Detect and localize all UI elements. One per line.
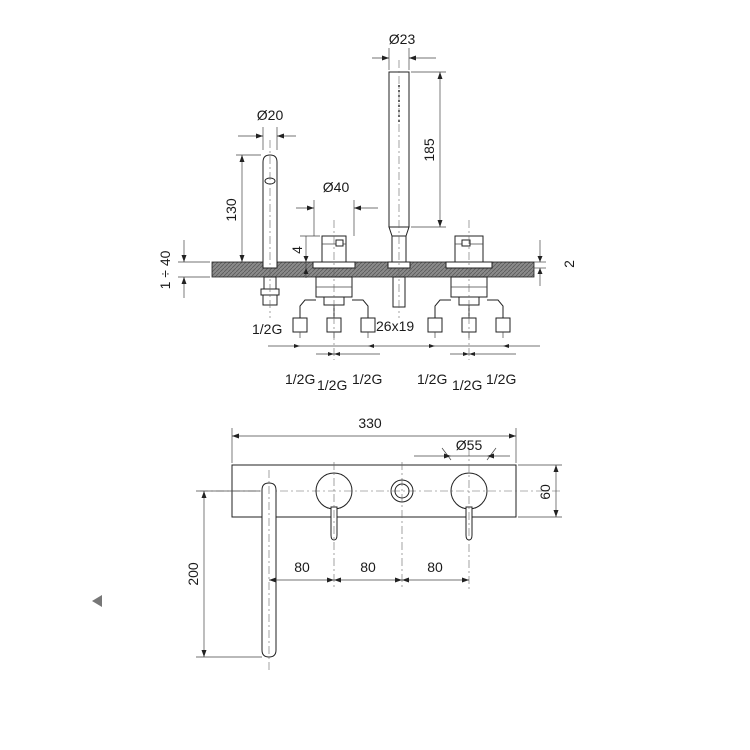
dim-hand-shower-diameter: Ø23 [372,31,436,70]
label-spout-height: 130 [223,198,239,222]
dim-spacing: 80 80 80 [269,559,469,583]
dim-overall-width: 330 [231,415,517,463]
label-spacing-3: 80 [427,559,443,575]
label-deck-thickness: 1 ÷ 40 [157,250,173,289]
dim-spout-height: 130 [223,154,261,262]
left-valve-connection-labels: 1/2G 1/2G 1/2G [285,371,382,393]
label-spout-diameter: Ø20 [257,107,284,123]
hand-shower [387,60,411,318]
right-valve [427,220,511,360]
right-handle [450,448,488,590]
label-spout-length: 200 [185,562,201,586]
center-diverter [390,462,414,590]
label-bracket-size: 26x19 [376,318,414,334]
spout [260,140,280,318]
dim-handle-diameter-side: Ø40 [296,179,378,236]
label-left-connection: 1/2G [252,321,282,337]
right-valve-connection-3: 1/2G [486,371,516,387]
label-spacing-1: 80 [294,559,310,575]
page-marker-icon [92,595,102,607]
label-spacing-2: 80 [360,559,376,575]
front-spout [261,470,277,670]
label-handle-diameter-front: Ø55 [456,437,483,453]
left-valve-connection-3: 1/2G [352,371,382,387]
dim-deck-thickness: 1 ÷ 40 [157,240,210,298]
label-hand-shower-diameter: Ø23 [389,31,416,47]
label-hand-shower-length: 185 [421,138,437,162]
left-handle [315,462,353,590]
left-valve-connection-2: 1/2G [317,377,347,393]
dim-spout-length: 200 [185,490,262,658]
dim-plate-height: 60 [518,464,562,518]
dim-spout-diameter: Ø20 [238,107,296,150]
left-valve-connection-1: 1/2G [285,371,315,387]
dim-handle-diameter-front: Ø55 [414,437,510,461]
front-view: 330 Ø55 60 200 [185,415,562,670]
right-valve-connection-2: 1/2G [452,377,482,393]
dim-deck-offset: 2 [534,240,577,286]
dim-hand-shower-length: 185 [411,71,446,228]
right-valve-connection-labels: 1/2G 1/2G 1/2G [417,371,516,393]
side-view: Ø23 185 Ø20 130 [157,31,577,393]
label-plate-height: 60 [537,484,553,500]
label-handle-diameter-side: Ø40 [323,179,350,195]
label-cap-height: 4 [289,246,305,254]
right-valve-connection-1: 1/2G [417,371,447,387]
dim-cap-height: 4 [289,235,320,278]
dim-fitting-spacing [268,344,540,356]
left-valve [292,220,376,360]
label-overall-width: 330 [358,415,382,431]
label-deck-offset: 2 [561,260,577,268]
